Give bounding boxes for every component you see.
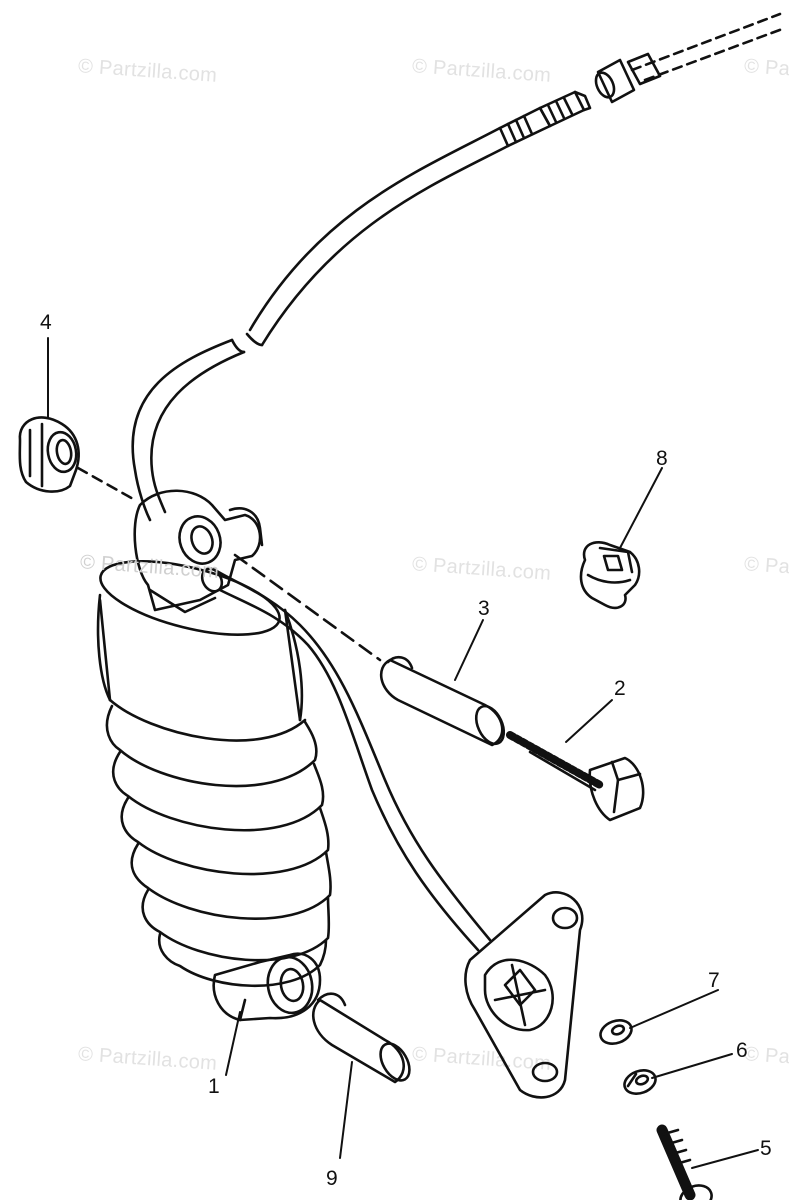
callout-4: 4 [40, 311, 52, 334]
preload-adjuster-bracket [464, 891, 584, 1099]
part-6-lock-washer [623, 1069, 657, 1095]
part-9-collar [311, 992, 411, 1084]
part-3-spacer [233, 553, 506, 747]
reservoir-hose [131, 12, 787, 522]
part-4-flange-nut [18, 416, 137, 502]
callout-6: 6 [736, 1039, 748, 1062]
callout-5: 5 [760, 1137, 772, 1160]
callout-7: 7 [708, 969, 720, 992]
callout-8: 8 [656, 447, 668, 470]
callout-3: 3 [478, 597, 490, 620]
part-8-clamp [579, 540, 641, 610]
shock-body [96, 560, 332, 988]
part-2-bolt [506, 731, 645, 822]
part-7-washer [599, 1019, 633, 1045]
adjuster-hose [200, 567, 492, 952]
callout-1: 1 [208, 1075, 220, 1098]
part-5-screw [656, 1124, 713, 1200]
callout-2: 2 [614, 677, 626, 700]
callout-9: 9 [326, 1167, 338, 1190]
part-1-lower-eye [212, 952, 322, 1022]
leader-lines [47, 337, 759, 1169]
shock-upper-mount [133, 489, 264, 614]
